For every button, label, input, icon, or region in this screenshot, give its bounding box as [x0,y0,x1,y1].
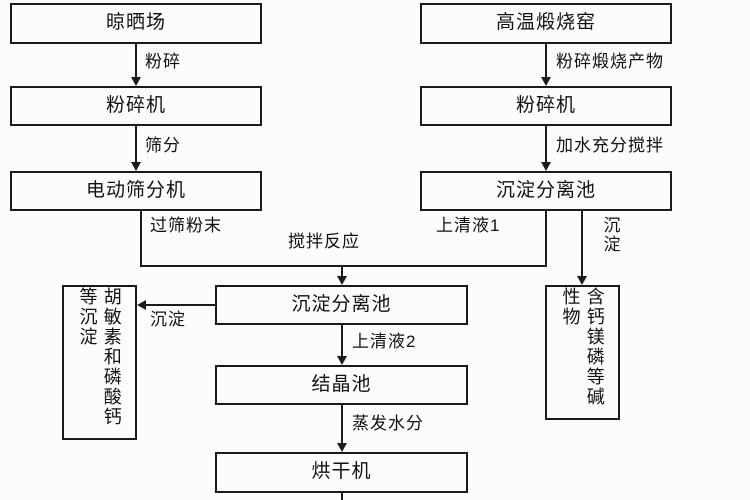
node-drying-yard[interactable]: 晾晒场 [10,3,262,44]
connector-crystallization-to-dryer [341,405,343,443]
connector-supernatant1-down [545,211,547,267]
connector-center-tank-to-precipitate-box [146,304,215,306]
edge-label-supernatant-2: 上清液2 [352,332,417,351]
node-dryer[interactable]: 烘干机 [215,452,468,493]
node-calcination-kiln[interactable]: 高温煅烧窑 [420,3,672,44]
edge-label-stir-reaction: 搅拌反应 [288,232,360,251]
connector-merge-horizontal [140,265,547,267]
connector-crusher-to-settling [545,126,547,162]
node-settling-tank-center[interactable]: 沉淀分离池 [215,285,468,325]
arrowhead-kiln-to-crusher [541,77,551,86]
edge-label-precipitate-left: 沉淀 [150,310,186,329]
edge-label-supernatant-1: 上清液1 [436,216,501,235]
connector-sieve-down [140,211,142,267]
node-electric-sieve[interactable]: 电动筛分机 [10,171,262,211]
node-humin-calcium-phosphate-precipitate[interactable]: 胡敏素和磷酸钙等沉淀 [62,285,137,440]
node-crusher-right[interactable]: 粉碎机 [420,86,672,126]
edge-label-screening: 筛分 [145,136,181,155]
node-settling-tank-right[interactable]: 沉淀分离池 [420,171,672,211]
edge-label-sieved-powder: 过筛粉末 [150,216,222,235]
node-alkaline-substance[interactable]: 含钙镁磷等碱性物 [545,285,620,420]
arrowhead-precipitate-to-alkaline [577,276,587,285]
node-crystallization-pool[interactable]: 结晶池 [215,365,468,405]
arrowhead-drying-to-crusher [131,77,141,86]
connector-dryer-continues-below [341,493,343,500]
connector-merge-to-center-tank [341,265,343,276]
connector-drying-to-crusher [135,44,137,77]
connector-crusher-to-sieve [135,126,137,162]
connector-precipitate-to-alkaline [581,211,583,276]
arrowhead-crystallization-to-dryer [337,443,347,452]
edge-label-precipitate-right: 沉淀 [600,216,620,254]
edge-label-crush-calcined-product: 粉碎煅烧产物 [556,52,664,71]
arrowhead-crusher-to-sieve [131,162,141,171]
connector-kiln-to-crusher [545,44,547,77]
arrowhead-center-tank-to-crystallization [337,356,347,365]
arrowhead-merge-to-center-tank [337,276,347,285]
edge-label-add-water-stir: 加水充分搅拌 [556,136,664,155]
connector-center-tank-to-crystallization [341,325,343,356]
arrowhead-center-tank-to-precipitate-box [137,300,146,310]
edge-label-evaporate-water: 蒸发水分 [352,414,424,433]
arrowhead-crusher-to-settling [541,162,551,171]
edge-label-pulverize: 粉碎 [145,52,181,71]
node-crusher-left[interactable]: 粉碎机 [10,86,262,126]
